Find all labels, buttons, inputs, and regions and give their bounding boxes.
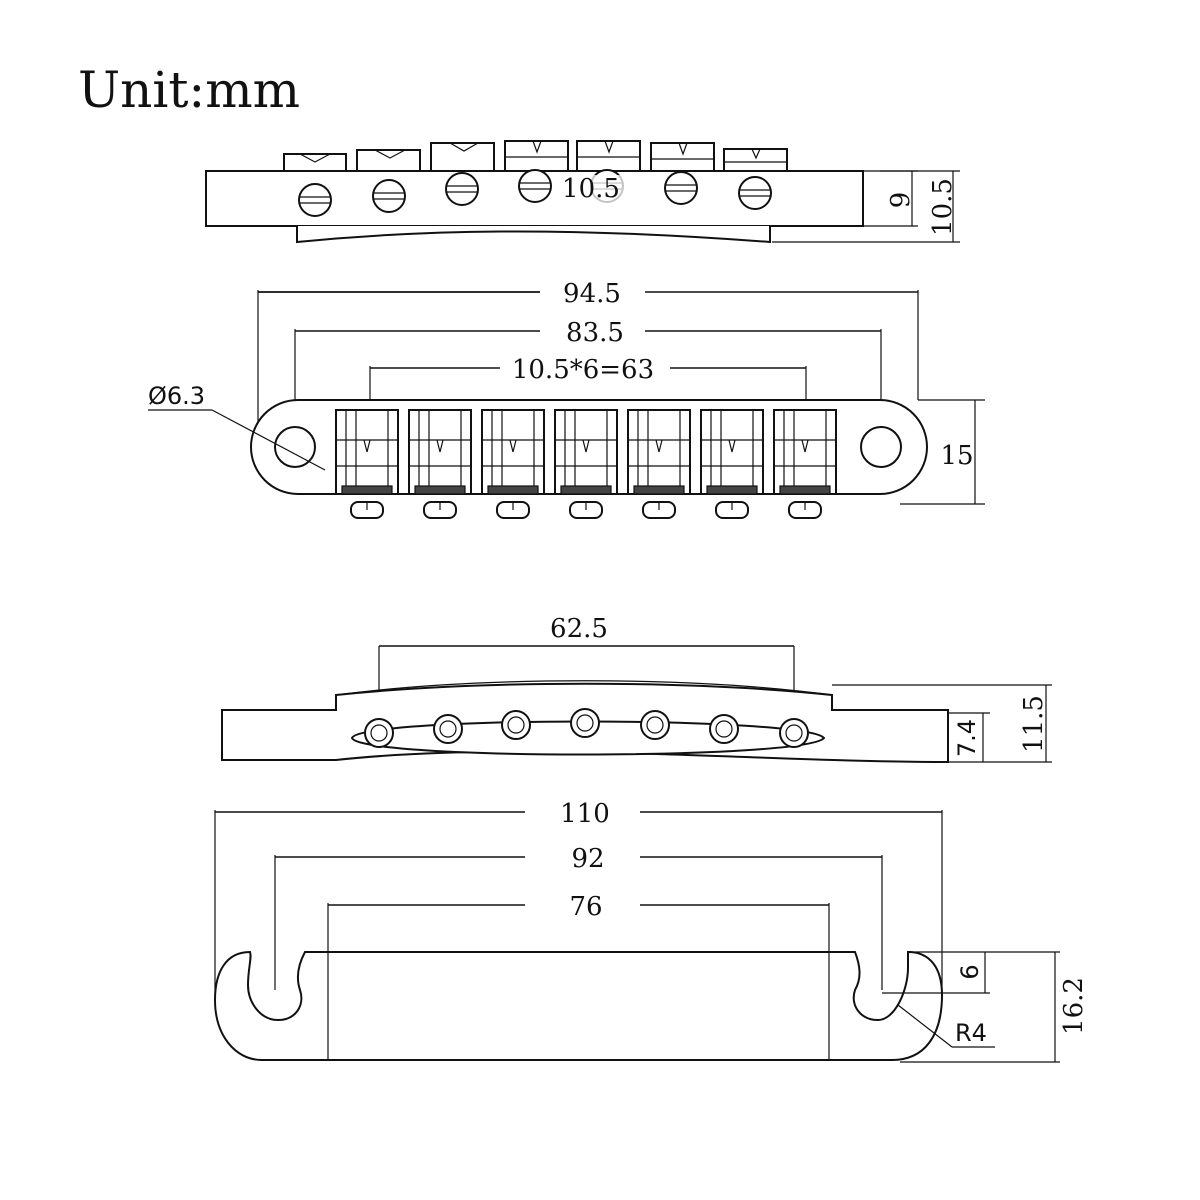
tailpiece-body: [213, 950, 944, 1061]
slot-depth-label: 6: [956, 964, 984, 979]
hole-diameter-label: Ø6.3: [148, 382, 205, 410]
bridge-plan-view: 94.5 83.5 10.5*6=63: [148, 279, 985, 519]
tailpiece-view: 110 92 76 6 16.2 R4: [213, 799, 1089, 1063]
tailpiece-height-label: 16.2: [1059, 977, 1089, 1035]
saddle-row-top: [283, 140, 788, 171]
unit-title: Unit:mm: [78, 61, 300, 119]
outer-string-span-label: 62.5: [550, 614, 608, 644]
overall-length-label: 94.5: [563, 279, 621, 309]
string-spacing-label: 10.5*6=63: [512, 355, 654, 385]
slot-spacing-label: 92: [571, 844, 604, 874]
bridge-side-view: 10.5 9 10.5: [205, 140, 960, 244]
body-length-label: 76: [569, 892, 602, 922]
hole-height-label: 7.4: [953, 719, 981, 757]
width-label: 15: [940, 441, 973, 471]
outer-height-label: 10.5: [928, 178, 958, 236]
bridge-front-view: 62.5 7.4 11.5: [221, 614, 1052, 764]
bridge-underside: [296, 226, 771, 244]
spacing-label-side: 10.5: [562, 174, 620, 204]
post-hole-right: [860, 426, 902, 468]
tailpiece-length-label: 110: [560, 799, 610, 829]
post-hole-left: [274, 426, 316, 468]
saddle-block-row: [335, 409, 837, 495]
radius-label: R4: [955, 1019, 987, 1047]
inner-height-label: 9: [886, 192, 916, 209]
screw-heads-plan: [350, 501, 822, 519]
post-spacing-label: 83.5: [566, 318, 624, 348]
total-height-label: 11.5: [1019, 695, 1049, 753]
string-hole-row: [364, 708, 809, 748]
